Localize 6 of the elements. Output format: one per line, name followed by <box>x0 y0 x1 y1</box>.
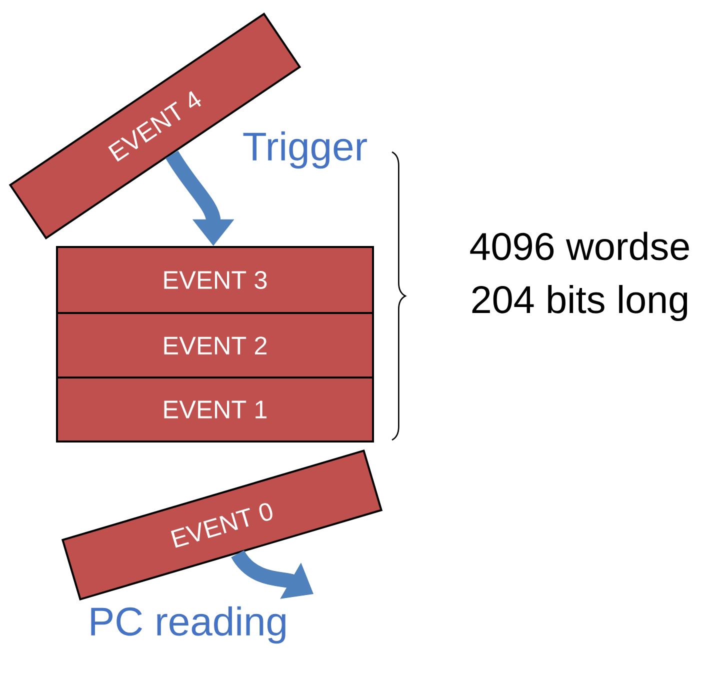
event-box: EVENT 3 <box>56 246 374 314</box>
event-box: EVENT 2 <box>56 312 374 380</box>
annotation-text: 4096 wordse <box>470 232 689 260</box>
event-box: EVENT 1 <box>56 376 374 442</box>
output-label: PC reading <box>91 606 286 644</box>
annotation-text: 204 bits long <box>472 284 688 322</box>
